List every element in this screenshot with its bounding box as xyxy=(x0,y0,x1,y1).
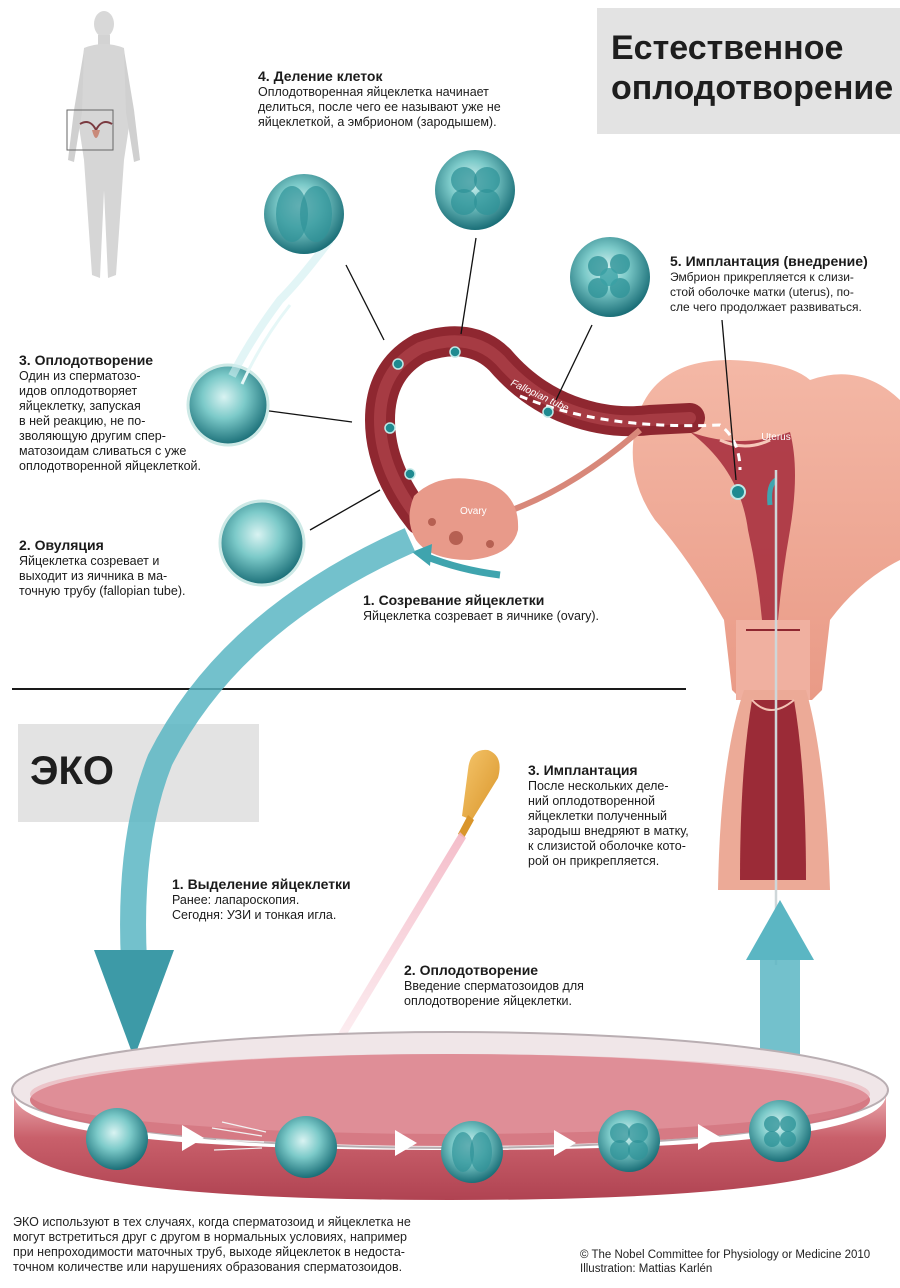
footer-credit: © The Nobel Committee for Physiology or … xyxy=(580,1248,890,1276)
ivf-step-1: 1. Выделение яйцеклетки Ранее: лапароско… xyxy=(172,876,412,923)
ivf-step-2-heading: 2. Оплодотворение xyxy=(404,962,644,979)
maturation-arrow-head xyxy=(412,544,432,566)
dish-cell-1 xyxy=(86,1108,148,1170)
natural-title-box: Естественное оплодотворение xyxy=(597,8,900,134)
natural-step-1-heading: 1. Созревание яйцеклетки xyxy=(363,592,663,609)
natural-step-4: 4. Деление клеток Оплодотворенная яйцекл… xyxy=(258,68,558,130)
natural-step-5-text: Эмбрион прикрепляется к слизи- стой обол… xyxy=(670,270,900,315)
natural-title: Естественное оплодотворение xyxy=(611,28,893,108)
ivf-step-1-heading: 1. Выделение яйцеклетки xyxy=(172,876,412,893)
uterus-label: Uterus xyxy=(761,432,790,443)
cell-four-cell xyxy=(435,150,515,230)
dish-cell-5 xyxy=(749,1100,811,1162)
ivf-title: ЭКО xyxy=(30,748,114,794)
ivf-step-3-heading: 3. Имплантация xyxy=(528,762,718,779)
natural-step-2-text: Яйцеклетка созревает и выходит из яичник… xyxy=(19,554,239,599)
retrieval-arrow-head xyxy=(94,950,174,1058)
natural-step-5: 5. Имплантация (внедрение) Эмбрион прикр… xyxy=(670,253,900,315)
natural-step-3-heading: 3. Оплодотворение xyxy=(19,352,259,369)
natural-step-3: 3. Оплодотворение Один из сперматозо- ид… xyxy=(19,352,259,474)
ivf-step-1-text: Ранее: лапароскопия. Сегодня: УЗИ и тонк… xyxy=(172,893,412,923)
natural-step-2-heading: 2. Овуляция xyxy=(19,537,239,554)
transfer-arrow-head xyxy=(746,900,814,960)
ivf-title-box: ЭКО xyxy=(18,724,259,822)
cell-two-cell xyxy=(264,174,344,254)
cell-morula xyxy=(570,237,650,317)
ivf-step-3-text: После нескольких деле- ний оплодотворенн… xyxy=(528,779,718,869)
ivf-step-3: 3. Имплантация После нескольких деле- ни… xyxy=(528,762,718,869)
natural-step-1: 1. Созревание яйцеклетки Яйцеклетка созр… xyxy=(363,592,663,624)
natural-step-5-heading: 5. Имплантация (внедрение) xyxy=(670,253,900,270)
ivf-step-2: 2. Оплодотворение Введение сперматозоидо… xyxy=(404,962,644,1009)
natural-step-4-text: Оплодотворенная яйцеклетка начинает дели… xyxy=(258,85,558,130)
ovary-label: Ovary xyxy=(460,506,487,517)
natural-step-3-text: Один из сперматозо- идов оплодотворяет я… xyxy=(19,369,259,474)
dish-cell-2 xyxy=(275,1116,337,1178)
body-silhouette xyxy=(67,11,140,278)
ivf-step-2-text: Введение сперматозоидов для оплодотворен… xyxy=(404,979,644,1009)
footer-note: ЭКО используют в тех случаях, когда спер… xyxy=(13,1215,513,1275)
natural-step-1-text: Яйцеклетка созревает в яичнике (ovary). xyxy=(363,609,663,624)
natural-step-4-heading: 4. Деление клеток xyxy=(258,68,558,85)
dish-cell-3 xyxy=(441,1121,503,1183)
natural-step-2: 2. Овуляция Яйцеклетка созревает и выход… xyxy=(19,537,239,599)
dish-cell-4 xyxy=(598,1110,660,1172)
